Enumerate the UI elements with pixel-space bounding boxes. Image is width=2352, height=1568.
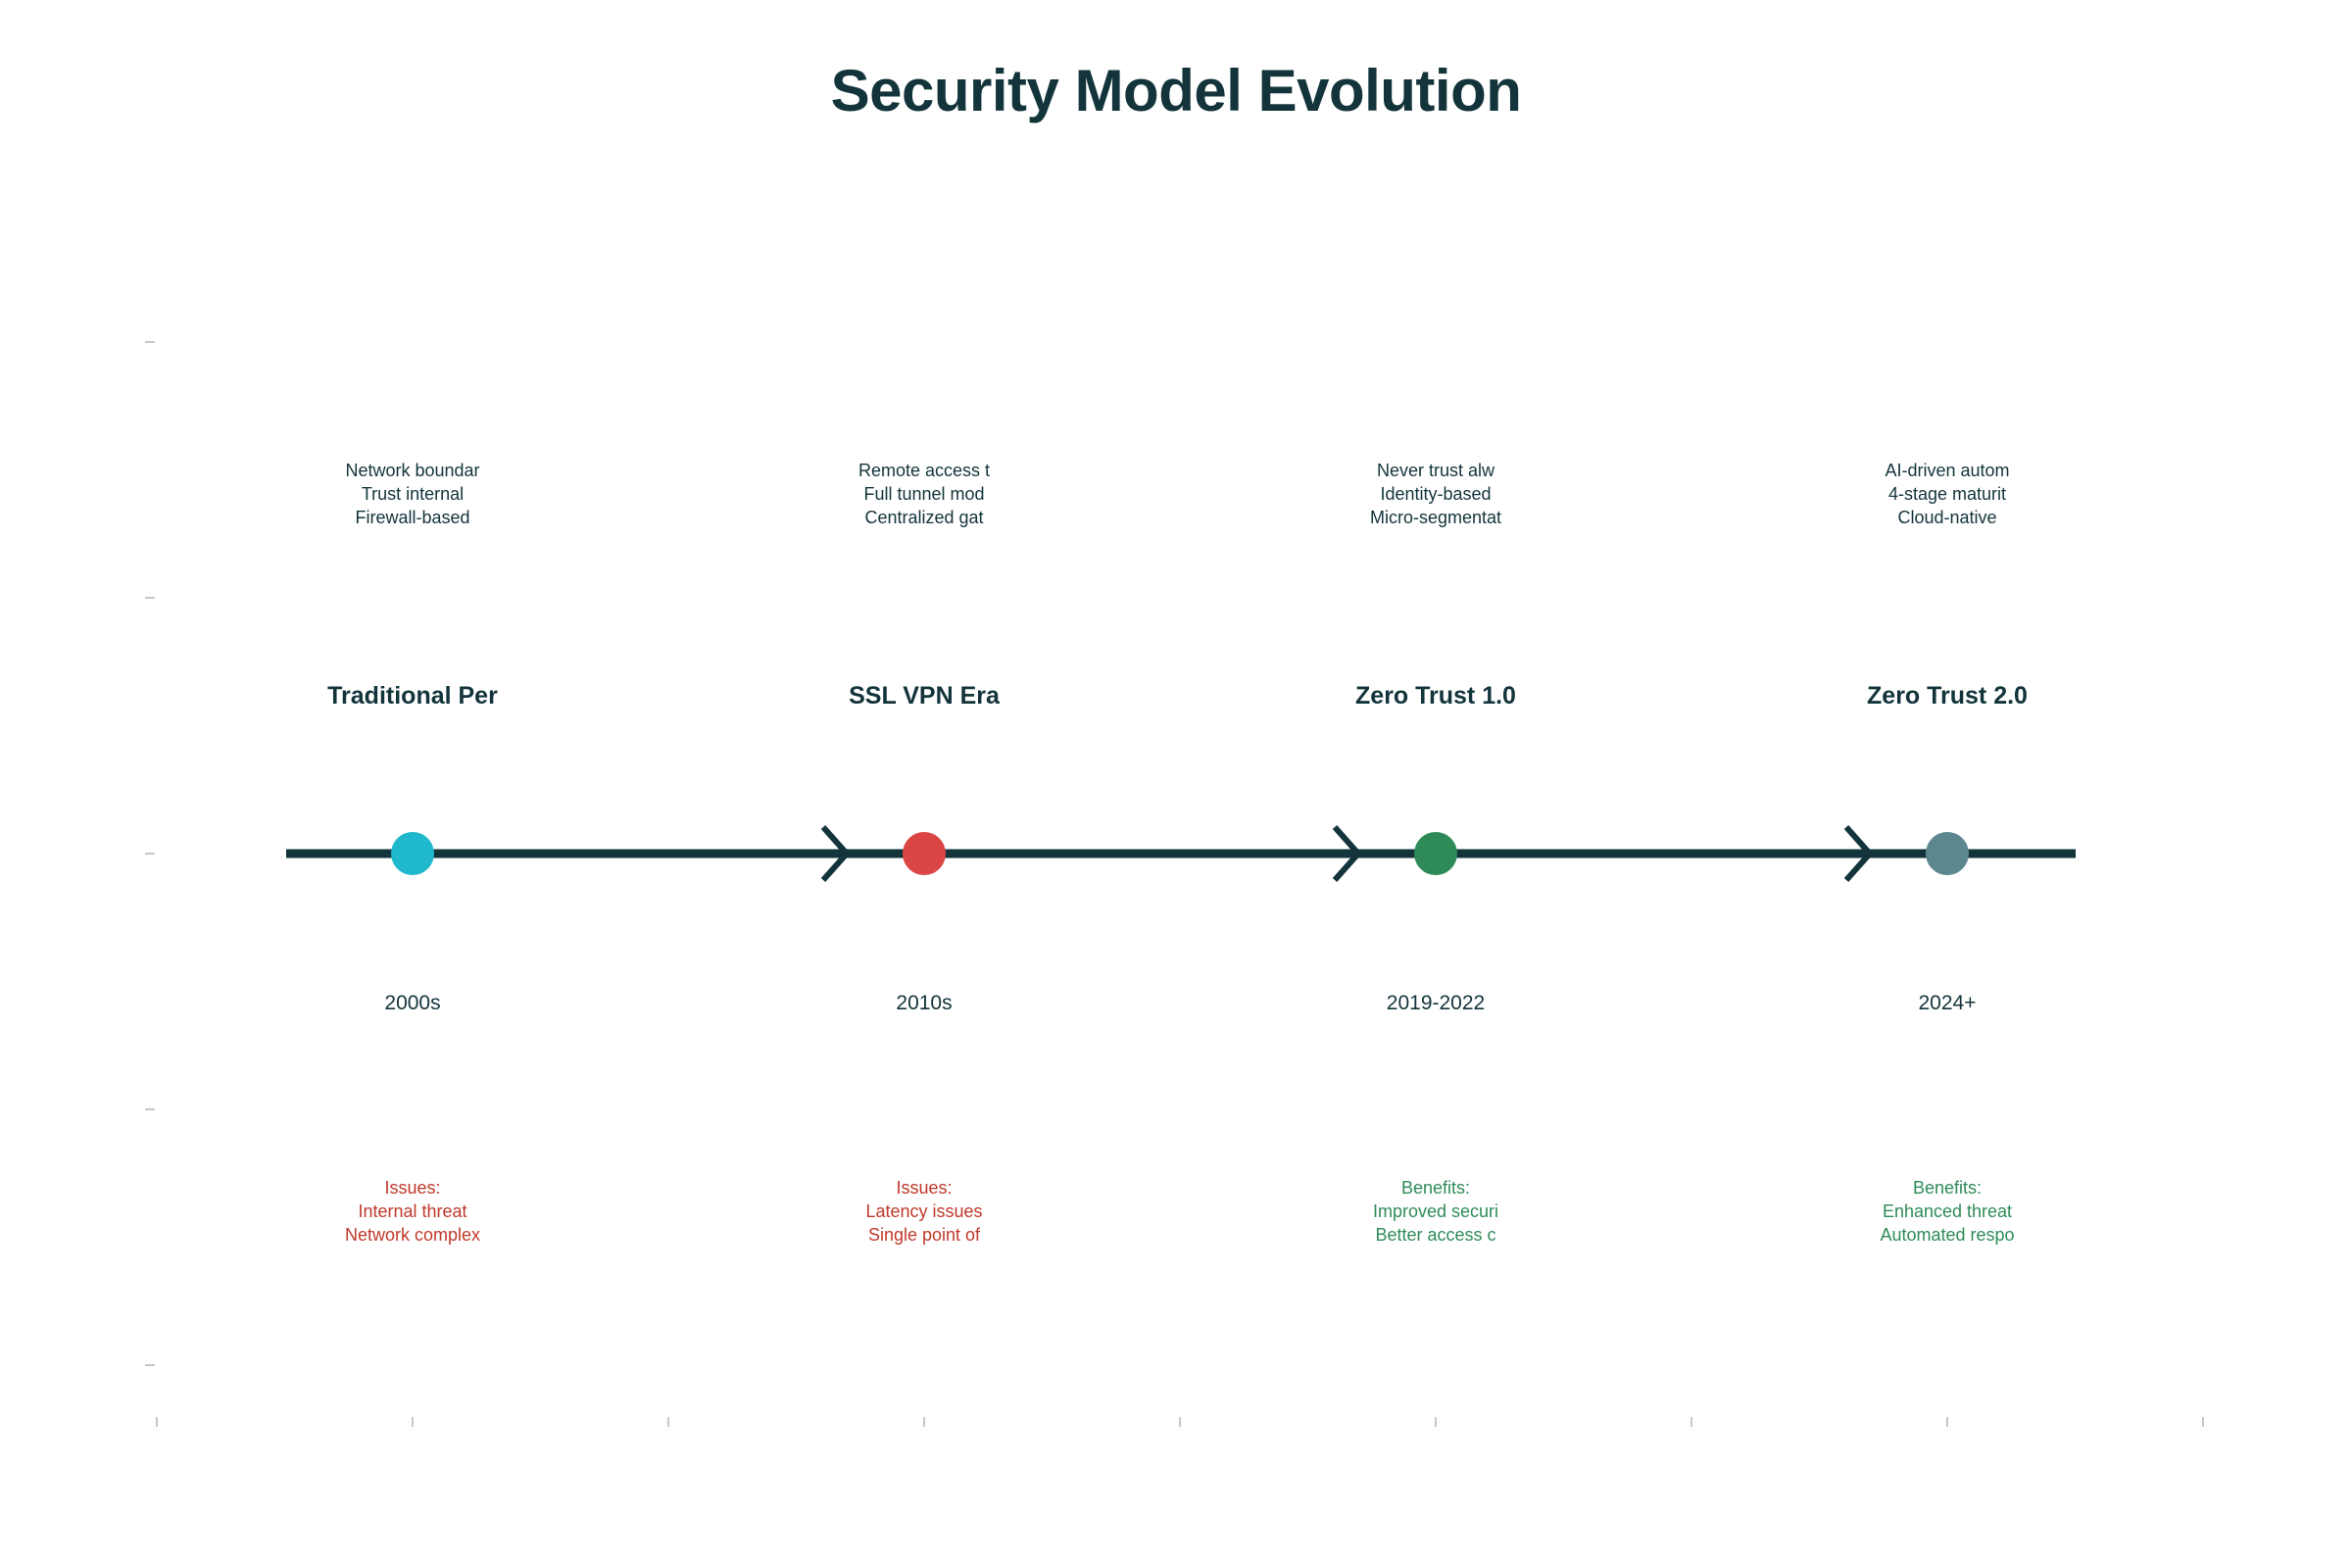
stage-impact-line: Automated respo bbox=[1880, 1225, 2015, 1245]
stage-impact-line: Better access c bbox=[1375, 1225, 1496, 1245]
chevron-arrow-icon bbox=[1843, 825, 1875, 882]
stage-title: Traditional Per bbox=[327, 682, 498, 710]
stage-details-line: Network boundar bbox=[345, 461, 480, 480]
timeline-markers bbox=[391, 832, 1969, 875]
stage-impact-line: Single point of bbox=[867, 1225, 981, 1245]
stage-year: 2019-2022 bbox=[1386, 992, 1486, 1014]
stage-impact-line: Network complex bbox=[344, 1225, 481, 1245]
stage-details-line: AI-driven autom bbox=[1885, 461, 2010, 480]
stage-details-line: Firewall-based bbox=[355, 508, 470, 527]
stage-details-line: Centralized gat bbox=[864, 508, 984, 527]
stage-details-line: Trust internal bbox=[361, 484, 465, 504]
stage-impact-line: Enhanced threat bbox=[1882, 1201, 2013, 1221]
stage-details-line: Micro-segmentat bbox=[1369, 508, 1502, 527]
axis-ticks bbox=[145, 341, 2204, 1427]
stage-details-line: Identity-based bbox=[1380, 484, 1492, 504]
chevron-arrow-icon bbox=[820, 825, 852, 882]
stage-title: SSL VPN Era bbox=[849, 682, 1000, 710]
stage-details-line: Never trust alw bbox=[1376, 461, 1495, 480]
chevron-arrow-icon bbox=[1332, 825, 1363, 882]
stage-year: 2000s bbox=[384, 992, 441, 1014]
stage-title: Zero Trust 2.0 bbox=[1867, 682, 2028, 710]
stage-marker bbox=[391, 832, 434, 875]
stage-details-line: Cloud-native bbox=[1897, 508, 1997, 527]
stage-impact-line: Internal threat bbox=[358, 1201, 467, 1221]
page-title: Security Model Evolution bbox=[830, 58, 1522, 123]
stage-impact-line: Issues: bbox=[384, 1178, 441, 1198]
stage-impact-line: Benefits: bbox=[1912, 1178, 1983, 1198]
stage-title: Zero Trust 1.0 bbox=[1355, 682, 1516, 710]
stage-impact-line: Improved securi bbox=[1372, 1201, 1499, 1221]
stage-year: 2024+ bbox=[1918, 992, 1977, 1014]
stage-year: 2010s bbox=[896, 992, 953, 1014]
stage-marker bbox=[903, 832, 946, 875]
stage-impact-line: Latency issues bbox=[865, 1201, 983, 1221]
stage-marker bbox=[1414, 832, 1457, 875]
stage-details-line: 4-stage maturit bbox=[1887, 484, 2007, 504]
stage-impact-line: Issues: bbox=[896, 1178, 953, 1198]
stage-details-line: Full tunnel mod bbox=[863, 484, 985, 504]
stage-impact-line: Benefits: bbox=[1400, 1178, 1471, 1198]
timeline-arrows bbox=[820, 825, 1875, 882]
stage-marker bbox=[1926, 832, 1969, 875]
stage-details-line: Remote access t bbox=[858, 461, 991, 480]
